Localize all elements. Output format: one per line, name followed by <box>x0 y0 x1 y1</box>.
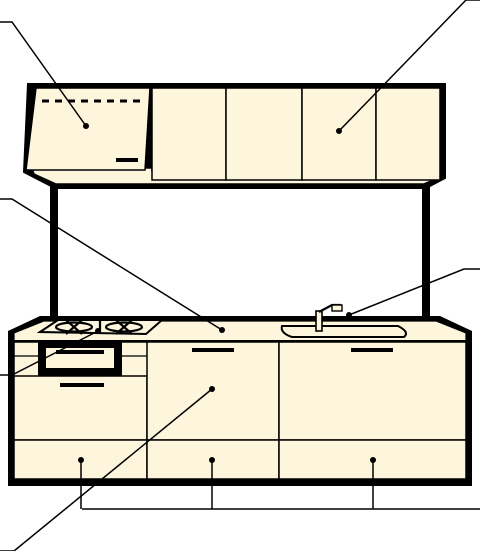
left-drawer-handle <box>60 383 104 387</box>
left-wall-edge <box>50 186 58 324</box>
grill-handle <box>56 350 104 354</box>
callout-gas-stove <box>0 328 101 376</box>
gas-stove <box>36 318 165 336</box>
countertop-group <box>8 303 472 346</box>
wall-cabinet-door-1 <box>151 87 227 181</box>
wall-cabinet-door-4 <box>375 87 441 181</box>
range-hood <box>25 87 151 171</box>
faucet <box>315 303 343 332</box>
callout-wall-cabinets <box>336 0 480 134</box>
callout-countertop <box>0 198 225 333</box>
burner-left <box>54 321 94 333</box>
center-cabinet-handle <box>192 348 234 352</box>
wall-cabinet-door-2 <box>225 87 303 181</box>
callout-plinth-drawers <box>78 457 480 510</box>
wall-unit <box>22 83 446 189</box>
range-hood-switch <box>116 158 138 162</box>
sink <box>280 325 407 338</box>
base-cabinets <box>8 340 472 486</box>
right-wall-edge <box>422 186 430 324</box>
right-cabinet-handle <box>351 348 393 352</box>
callout-floor-cabinets <box>0 386 215 551</box>
left-drawer <box>13 375 148 441</box>
callout-faucet-sink <box>346 268 480 318</box>
right-cabinet <box>278 341 467 441</box>
burner-right <box>104 321 144 333</box>
callout-range-hood <box>0 21 89 129</box>
